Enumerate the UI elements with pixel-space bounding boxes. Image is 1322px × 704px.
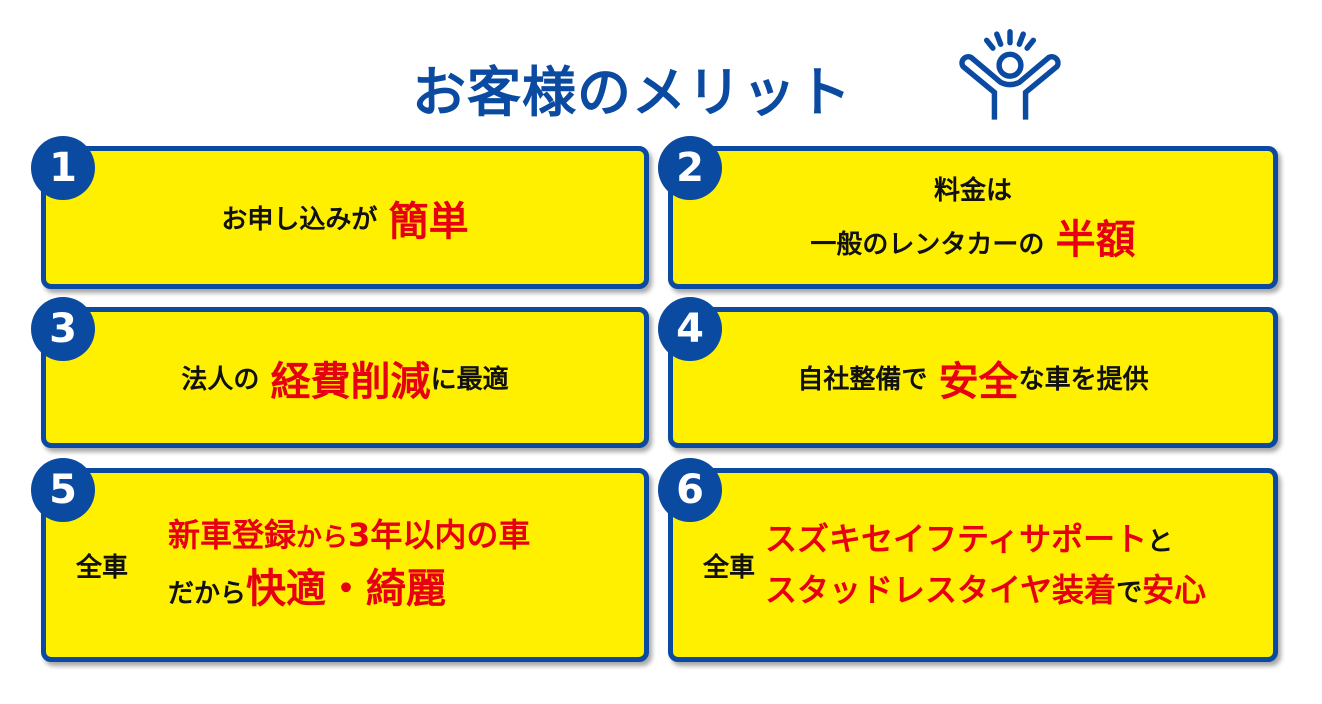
cheering-person-icon <box>959 29 1061 120</box>
card-text: から <box>296 523 349 553</box>
number-badge-4: 4 <box>658 297 722 361</box>
card-highlight: スズキセイフティサポート <box>765 519 1148 558</box>
card-highlight: 新車登録 <box>168 516 297 554</box>
card-text: 自社整備で <box>797 365 928 395</box>
number-badge-3: 3 <box>31 297 95 361</box>
number-badge-6: 6 <box>658 458 722 522</box>
card-label: 全車 <box>703 552 756 583</box>
card-text: と <box>1147 526 1174 557</box>
card-text: 法人の <box>181 365 260 395</box>
number-badge-5: 5 <box>31 458 95 522</box>
merit-card-5: 全車 新車登録から3年以内の車 だから快適・綺麗 <box>41 468 649 662</box>
card-highlight: スタッドレスタイヤ装着 <box>765 571 1117 609</box>
merit-card-2: 料金は 一般のレンタカーの 半額 <box>668 146 1278 289</box>
card-text: に最適 <box>430 365 509 395</box>
number-badge-1: 1 <box>31 136 95 200</box>
card-text: で <box>1116 578 1143 608</box>
card-highlight: 安全 <box>938 358 1019 405</box>
card-text: 料金は <box>933 176 1012 206</box>
merit-card-6: 全車 スズキセイフティサポートと スタッドレスタイヤ装着で安心 <box>668 468 1278 662</box>
card-highlight: 快適・綺麗 <box>246 566 447 612</box>
card-highlight: 経費削減 <box>270 358 431 405</box>
card-text: 一般のレンタカーの <box>810 230 1045 260</box>
merit-card-1: お申し込みが 簡単 <box>41 146 649 289</box>
card-label: 全車 <box>76 552 129 583</box>
merit-card-4: 自社整備で 安全な車を提供 <box>668 307 1278 448</box>
card-text: だから <box>168 579 247 609</box>
card-highlight: 簡単 <box>388 198 469 245</box>
card-highlight: 半額 <box>1055 217 1136 263</box>
number-badge-2: 2 <box>658 136 722 200</box>
merit-card-3: 法人の 経費削減に最適 <box>41 307 649 448</box>
page-title: お客様のメリット <box>412 61 852 124</box>
card-highlight: 安心 <box>1142 571 1207 609</box>
card-highlight: 3年以内の車 <box>348 516 531 554</box>
card-text: な車を提供 <box>1018 365 1149 395</box>
card-text: お申し込みが <box>221 205 378 235</box>
